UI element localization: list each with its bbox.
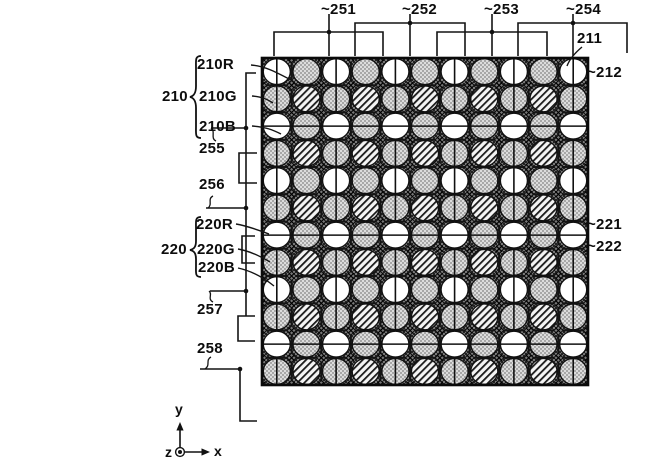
lead-220R [235,223,270,235]
row-bracket-3 [237,315,255,342]
lead-210R [250,64,292,81]
z-axis-dot [178,450,182,454]
lead-220G [237,248,271,263]
label-253: ~253 [484,1,519,18]
lead-210B [251,125,282,135]
label-210: 210 [162,88,188,105]
label-256: 256 [199,176,225,193]
squiggle-255 [210,127,217,142]
label-254: ~254 [566,1,601,18]
lead-211 [566,46,583,67]
label-210G: 210G [199,88,237,105]
label-212: ~212 [587,64,622,81]
label-251: ~251 [321,1,356,18]
brace-210 [189,55,202,139]
label-222: ~222 [587,238,622,255]
squiggle-257 [208,290,214,303]
label-257: 257 [197,301,223,318]
axis-label-y: y [175,401,184,417]
label-220: 220 [161,241,187,258]
axis-label-x: x [214,443,223,459]
coordinate-axes [174,422,210,458]
label-258: 258 [197,340,223,357]
label-221: ~221 [587,216,622,233]
brace-220 [189,216,202,278]
label-211: 211 [577,30,603,47]
pixel-array-grid [262,58,588,385]
label-220G: 220G [197,241,235,258]
label-252: ~252 [402,1,437,18]
label-220R: 220R [196,216,234,233]
y-axis-arrow [176,422,184,431]
pixel-array-border [260,56,590,387]
label-210B: 210B [199,118,237,135]
label-255: 255 [199,140,225,157]
axis-label-z: z [165,444,173,460]
row-bracket-2 [241,235,255,264]
label-210R: 210R [197,56,235,73]
lead-220B [237,267,275,287]
group-braces [189,55,202,278]
lead-258 [200,368,257,422]
lead-210G [251,95,274,104]
junction-dots [237,20,576,372]
row-bracket-1 [238,152,257,184]
label-220B: 220B [198,259,236,276]
squiggle-256 [207,195,214,209]
squiggle-258 [204,356,212,370]
left-bracket-main [245,72,256,316]
x-axis-arrow [201,448,210,456]
